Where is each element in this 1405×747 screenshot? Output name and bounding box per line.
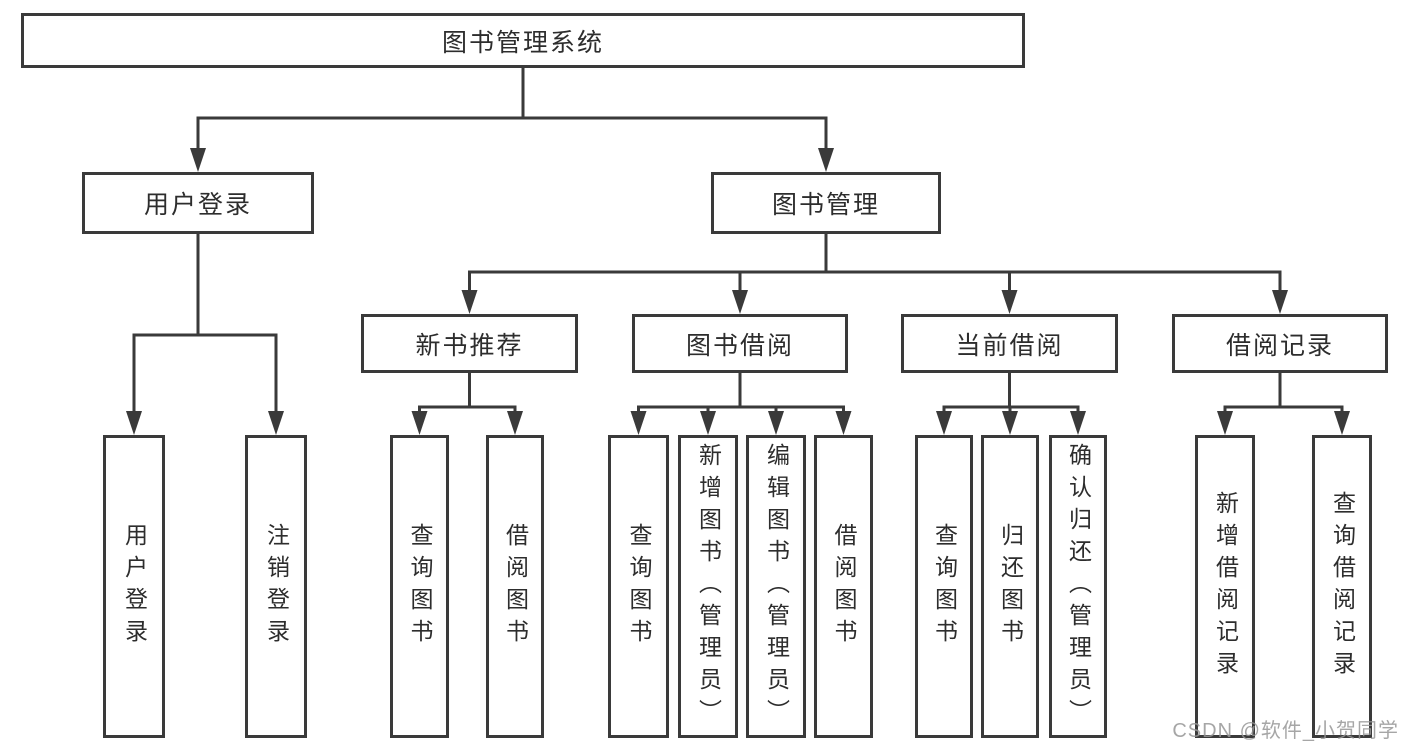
node-library-system: 图书管理系统 [21, 13, 1025, 68]
leaf-borrow-edit-books-admin: 编辑图书（管理员） [746, 435, 806, 738]
node-book-borrowing: 图书借阅 [632, 314, 848, 373]
node-borrowing-records: 借阅记录 [1172, 314, 1388, 373]
leaf-borrow-add-books-admin: 新增图书（管理员） [678, 435, 738, 738]
connector-new-book-to-leaves [411, 373, 523, 435]
leaf-newbook-borrow-books: 借阅图书 [486, 435, 544, 738]
leaf-record-add-borrow-record: 新增借阅记录 [1195, 435, 1255, 738]
leaf-user-login: 用户登录 [103, 435, 165, 738]
leaf-record-query-borrow-record: 查询借阅记录 [1312, 435, 1372, 738]
csdn-watermark: CSDN @软件_小贺同学 [1172, 720, 1399, 742]
leaf-borrow-borrow-books: 借阅图书 [814, 435, 873, 738]
node-new-book-recommend: 新书推荐 [361, 314, 578, 373]
connector-user-login-to-leaves [126, 234, 284, 435]
connector-book-mgmt-to-level3 [461, 234, 1288, 314]
leaf-current-return-books: 归还图书 [981, 435, 1039, 738]
node-current-borrowing: 当前借阅 [901, 314, 1118, 373]
connector-book-borrow-to-leaves [630, 373, 852, 435]
node-book-management: 图书管理 [711, 172, 941, 234]
connector-root-to-level2 [190, 68, 834, 172]
leaf-newbook-query-books: 查询图书 [390, 435, 449, 738]
connector-current-borrow-to-leaves [936, 373, 1086, 435]
leaf-current-confirm-return-admin: 确认归还（管理员） [1049, 435, 1107, 738]
node-user-login: 用户登录 [82, 172, 314, 234]
connector-borrow-record-to-leaves [1217, 373, 1350, 435]
leaf-borrow-query-books: 查询图书 [608, 435, 669, 738]
leaf-logout: 注销登录 [245, 435, 307, 738]
leaf-current-query-books: 查询图书 [915, 435, 973, 738]
